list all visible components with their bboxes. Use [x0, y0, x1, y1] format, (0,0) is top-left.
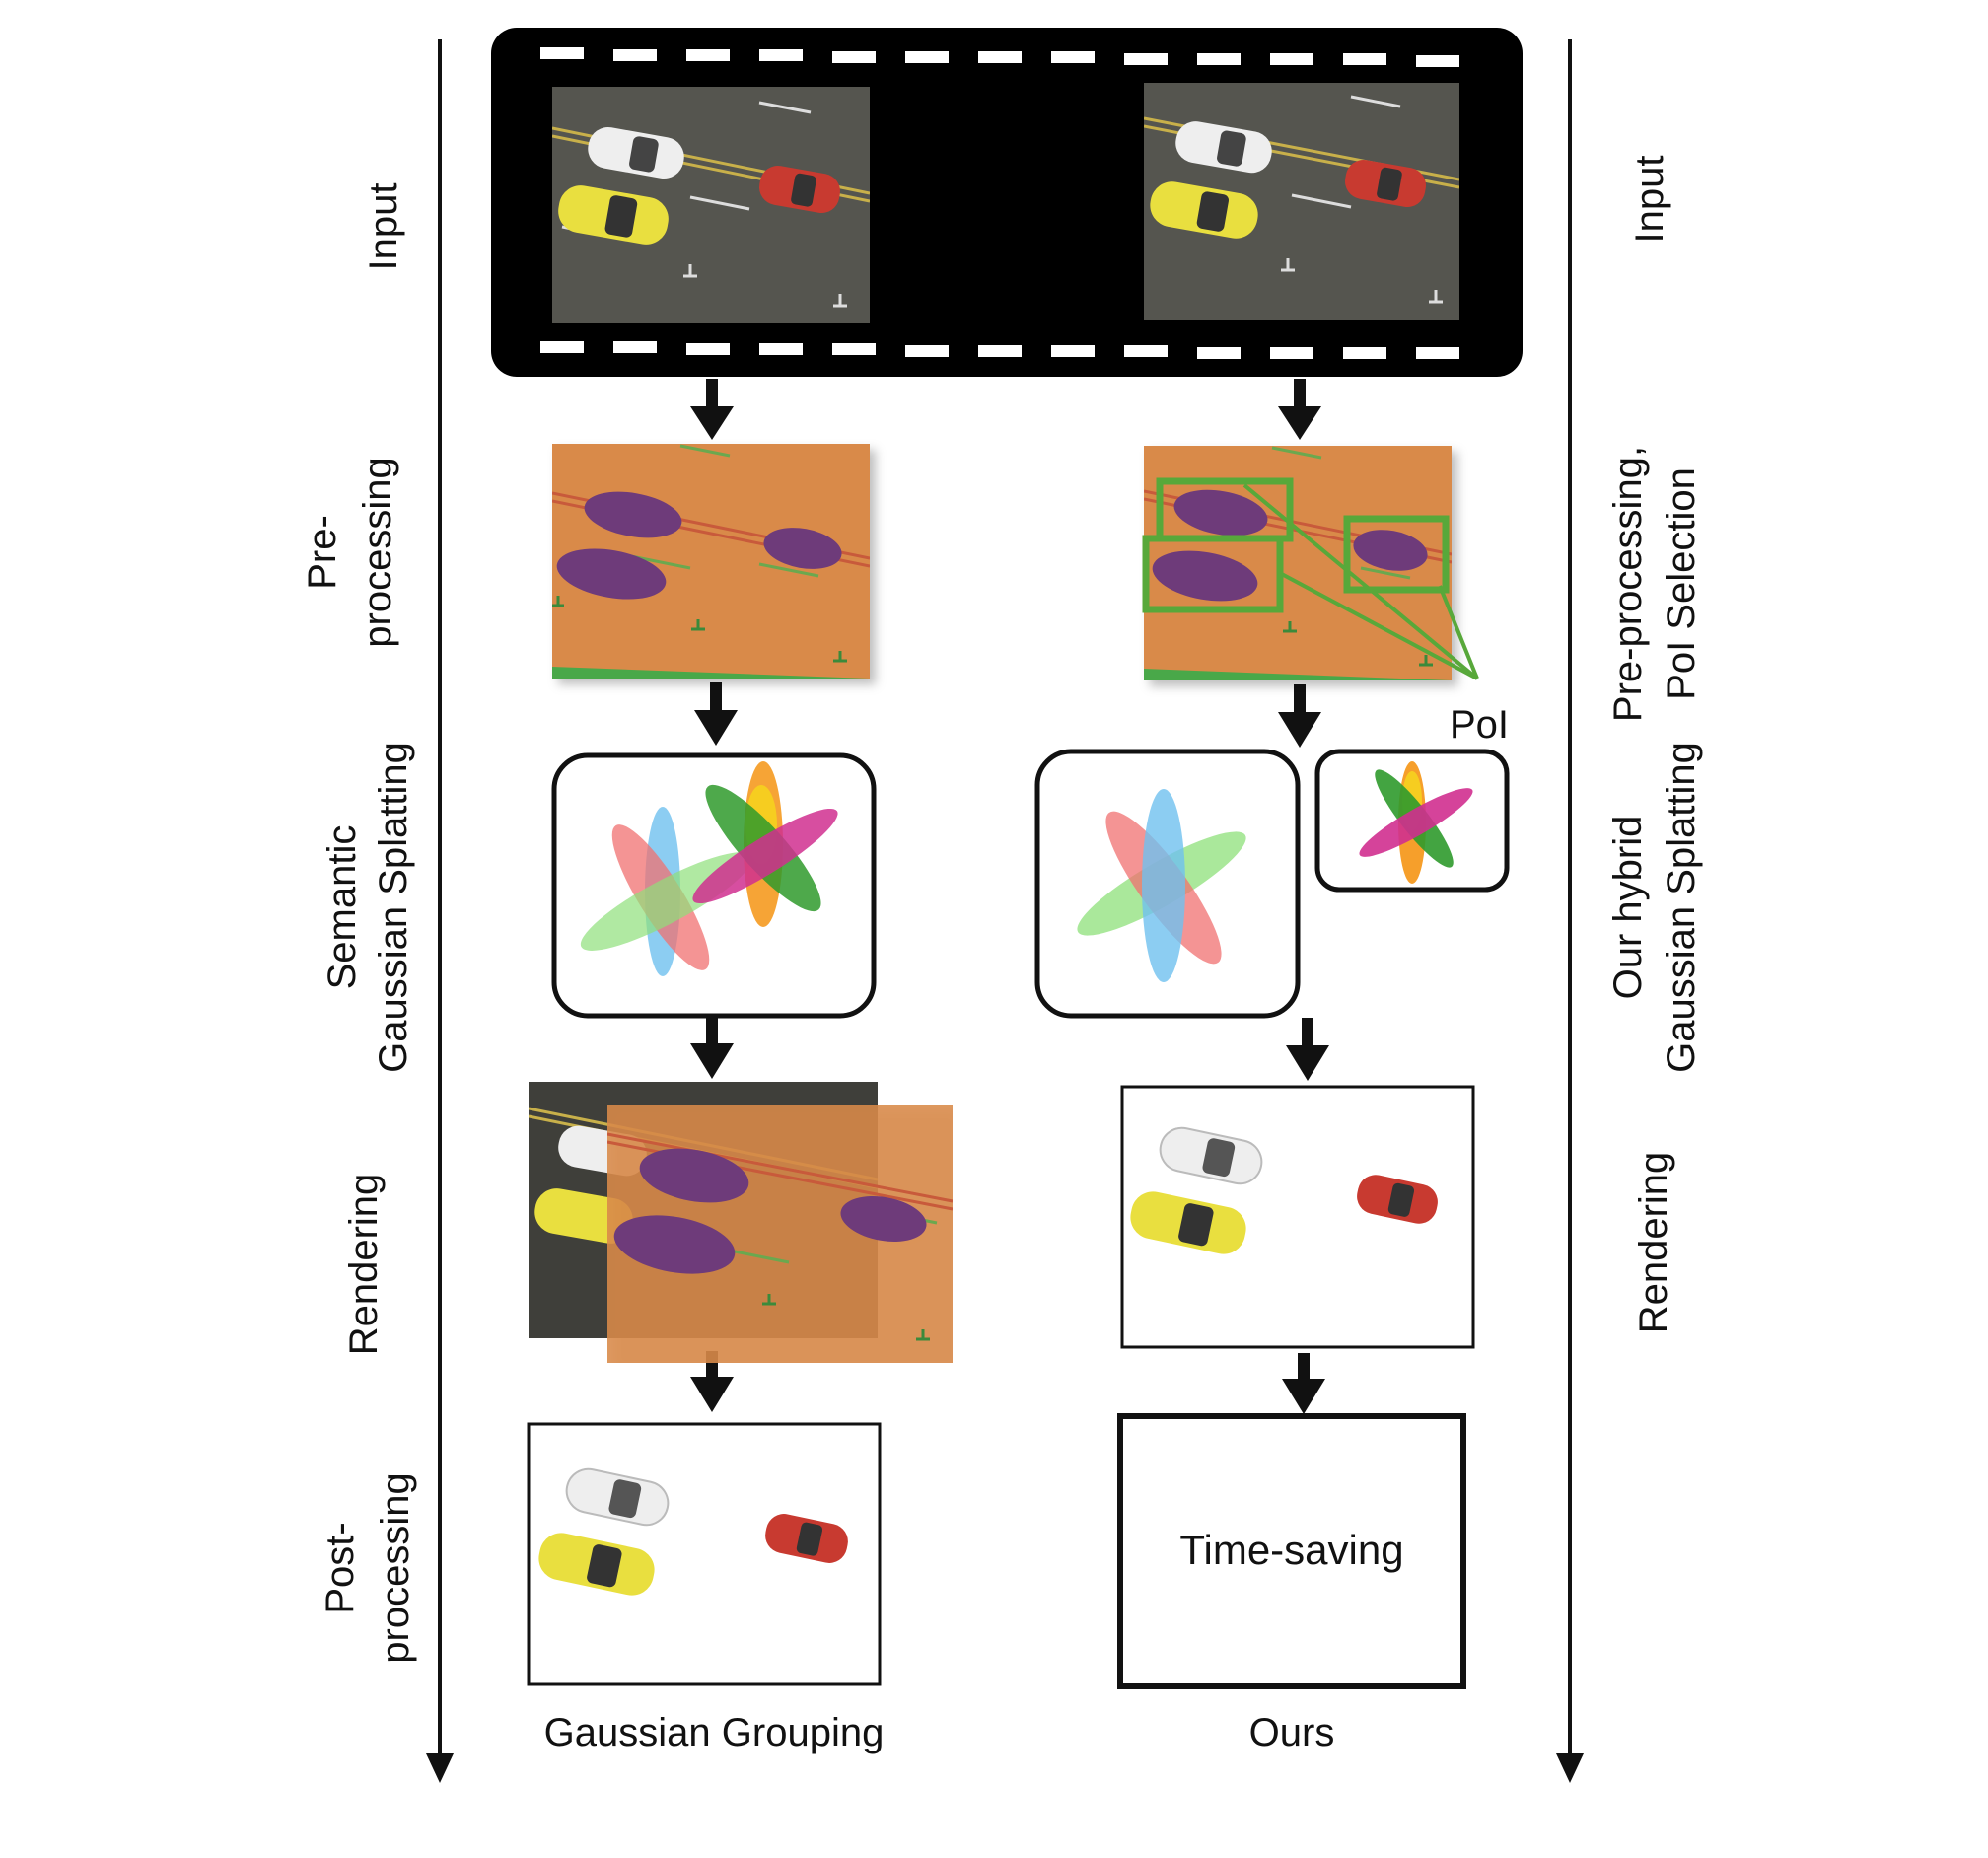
arrow-splat-to-render-right [1286, 1018, 1329, 1081]
postprocessing-left [527, 1422, 882, 1686]
car-white-icon [1175, 121, 1272, 174]
arrow-input-to-pre-left [690, 379, 734, 440]
car-yellow-icon [1130, 1191, 1246, 1254]
left-label-rendering: Rendering [342, 1174, 386, 1356]
gaussian-ellipse [1359, 788, 1473, 857]
svg-text:Pre-processing,: Pre-processing, [1606, 446, 1650, 722]
svg-text:PoI Selection: PoI Selection [1660, 467, 1703, 700]
flow-arrows [690, 379, 1329, 1414]
left-label-splatting: Semantic Gaussian Splatting [320, 742, 415, 1073]
left-timeline-arrow [426, 39, 454, 1783]
right-label-splatting: Our hybrid Gaussian Splatting [1606, 742, 1703, 1073]
left-label-postprocessing: Post- processing [319, 1472, 417, 1663]
svg-text:Semantic: Semantic [320, 825, 364, 990]
preprocessing-mask-left [552, 444, 870, 679]
car-mask-icon [1152, 550, 1258, 602]
car-yellow-icon [558, 185, 669, 245]
svg-text:Gaussian Splatting: Gaussian Splatting [1660, 742, 1703, 1073]
car-yellow-icon [538, 1533, 655, 1596]
car-mask-icon [556, 548, 667, 600]
arrow-pre-to-splat-right [1278, 684, 1321, 748]
input-frame-left [552, 87, 870, 323]
car-white-icon [588, 126, 684, 179]
gaussian-ellipse [1142, 789, 1185, 982]
right-label-rendering: Rendering [1632, 1152, 1675, 1334]
car-red-icon [765, 1514, 848, 1563]
arrow-splat-to-render-left [690, 1016, 734, 1079]
poi-box [1343, 515, 1450, 594]
car-mask-icon [1173, 489, 1268, 536]
car-mask-icon [584, 491, 682, 538]
svg-text:Our hybrid: Our hybrid [1606, 816, 1650, 1000]
car-mask-icon [613, 1215, 736, 1274]
rendering-right [1120, 1085, 1475, 1349]
svg-text:processing: processing [374, 1472, 417, 1663]
column-title-right: Ours [1249, 1711, 1335, 1754]
car-white-icon [565, 1467, 670, 1527]
svg-text:Gaussian Splatting: Gaussian Splatting [372, 742, 415, 1073]
right-timeline-arrow [1556, 39, 1584, 1783]
car-red-icon [759, 166, 840, 213]
arrow-pre-to-splat-left [694, 682, 738, 746]
rendering-left [529, 1082, 953, 1363]
left-label-input: Input [362, 183, 405, 271]
car-yellow-icon [1150, 181, 1258, 239]
car-mask-icon [763, 528, 842, 569]
semantic-gaussian-splatting-box [551, 752, 877, 1019]
svg-text:Pre-: Pre- [301, 515, 344, 590]
car-mask-icon [840, 1196, 927, 1242]
left-label-preprocessing: Pre- processing [301, 457, 399, 647]
rendered-mask-overlay [607, 1105, 953, 1363]
time-saving-label: Time-saving [1179, 1527, 1403, 1573]
car-mask-icon [639, 1148, 749, 1203]
car-red-icon [1357, 1175, 1438, 1224]
right-label-input: Input [1628, 156, 1671, 244]
arrow-render-to-post-right [1282, 1353, 1325, 1414]
car-white-icon [1159, 1126, 1263, 1185]
poi-selection-boxes [1142, 477, 1479, 680]
svg-text:processing: processing [356, 457, 399, 647]
right-label-preprocessing: Pre-processing, PoI Selection [1606, 446, 1703, 722]
arrow-input-to-pre-right [1278, 379, 1321, 440]
column-title-left: Gaussian Grouping [544, 1711, 885, 1754]
time-saving-box: Time-saving [1117, 1413, 1466, 1689]
car-mask-icon [1353, 530, 1428, 571]
film-perforations-bottom [540, 341, 1459, 359]
poi-label: PoI [1450, 703, 1509, 747]
car-red-icon [1345, 160, 1426, 207]
hybrid-gaussian-splatting-box [1034, 749, 1510, 1019]
film-perforations-top [540, 47, 1459, 67]
input-frame-right [1144, 83, 1459, 320]
gaussian-ellipse [692, 808, 838, 904]
svg-text:Post-: Post- [319, 1522, 362, 1613]
preprocessing-mask-right [1144, 446, 1452, 680]
